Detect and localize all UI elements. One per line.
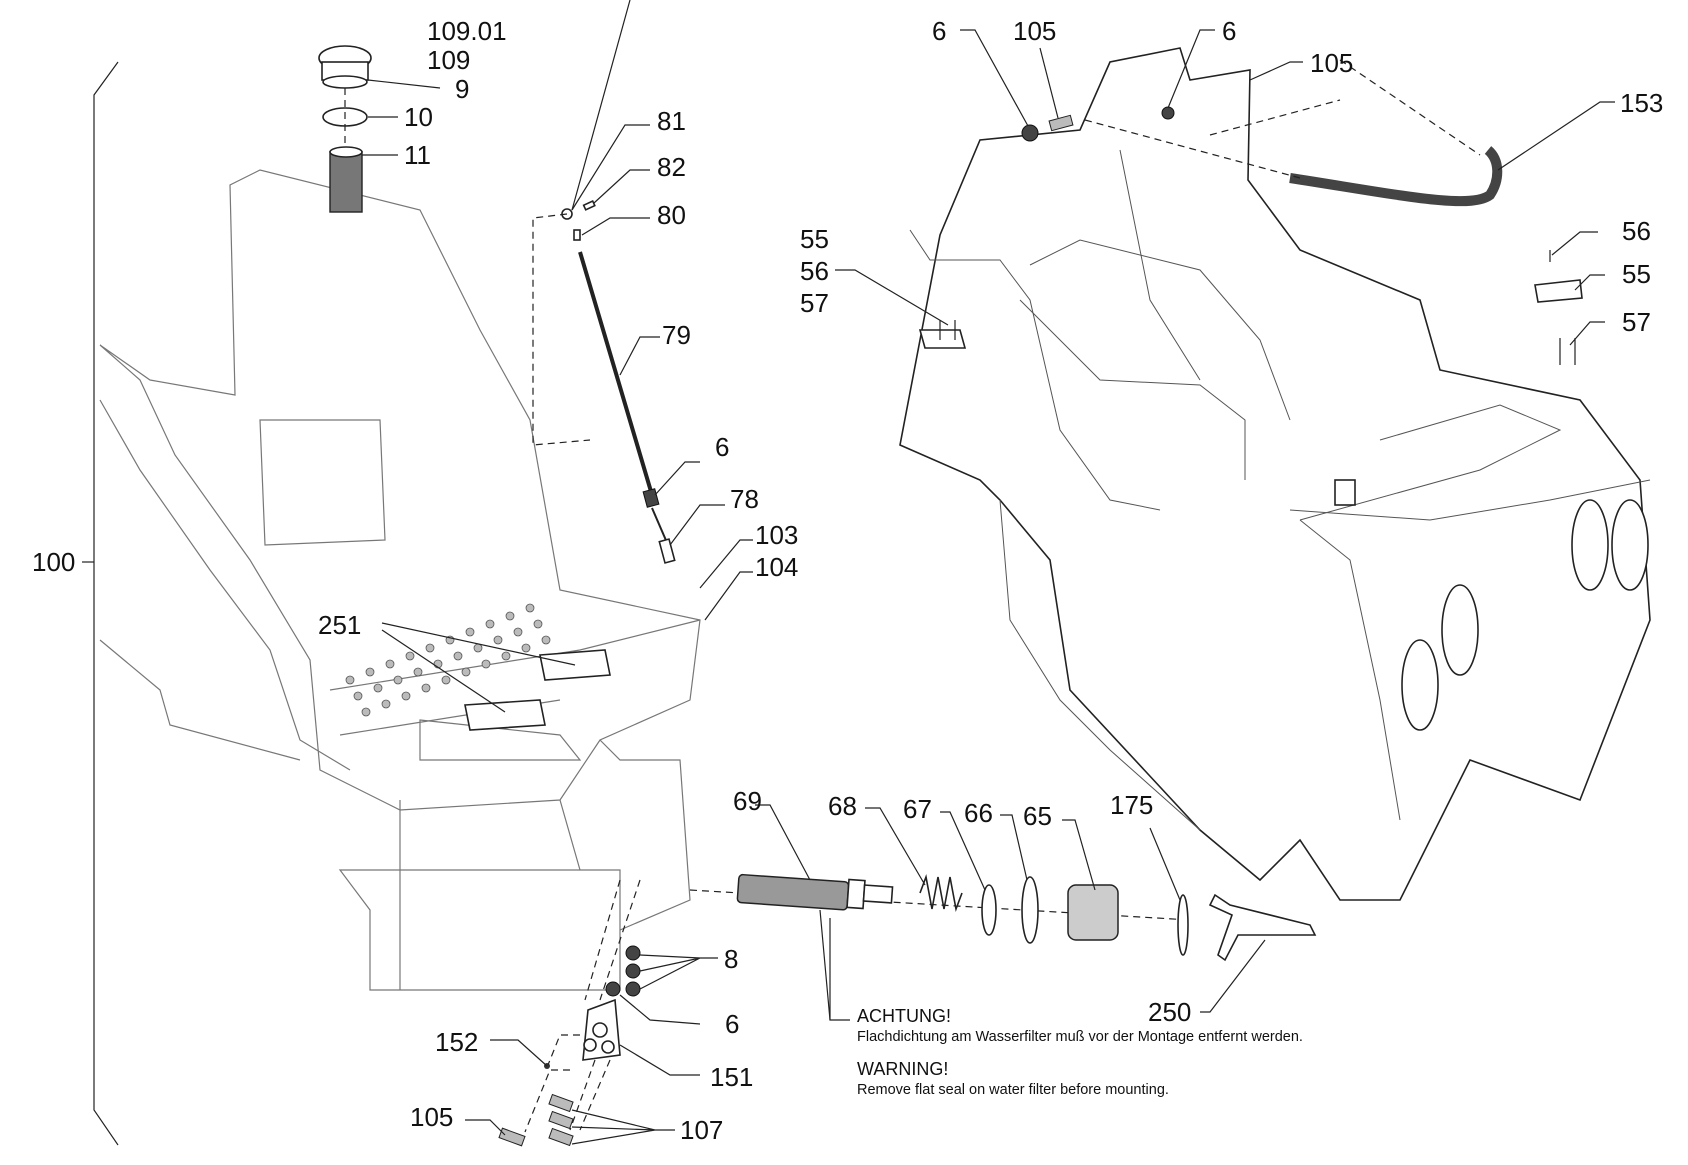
callout-6-valve: 6 (725, 1009, 739, 1039)
callout-151: 151 (710, 1062, 753, 1092)
callout-55-left: 55 (800, 224, 829, 254)
assembly-bracket (93, 61, 119, 1146)
callout-78: 78 (730, 484, 759, 514)
water-filter-assembly (689, 873, 1317, 1021)
leader-9 (367, 79, 441, 89)
callout-105-top-right: 105 (1310, 48, 1353, 78)
callout-8: 8 (724, 944, 738, 974)
leader-82 (593, 169, 650, 204)
callout-175: 175 (1110, 790, 1153, 820)
callout-81: 81 (657, 106, 686, 136)
callout-105-top: 105 (1013, 16, 1056, 46)
leader-66 (1000, 814, 1028, 881)
leader-105-top-right (1249, 61, 1303, 81)
perforated-floor (345, 603, 551, 717)
callout-153: 153 (1620, 88, 1663, 118)
leader-107 (571, 1109, 675, 1145)
callout-57-left: 57 (800, 288, 829, 318)
filler-cap-assembly (318, 45, 372, 213)
leader-67 (940, 811, 986, 891)
callout-104: 104 (755, 552, 798, 582)
achtung-title: ACHTUNG! (857, 1006, 951, 1026)
leader-achtung (829, 918, 850, 1021)
leader-103 (699, 539, 753, 589)
leader-105-top (1039, 47, 1059, 119)
callout-107: 107 (680, 1115, 723, 1145)
callout-251: 251 (318, 610, 361, 640)
leader-6-rod (654, 461, 700, 496)
hose (1289, 146, 1503, 207)
callout-11: 11 (404, 140, 431, 170)
callout-109-01: 109.01 (427, 16, 507, 46)
leader-153 (1497, 101, 1615, 171)
leader-8 (639, 954, 718, 990)
valve-block-assembly (498, 879, 641, 1147)
left-tank (99, 169, 701, 991)
level-rod-assembly (532, 200, 676, 564)
callout-79: 79 (662, 320, 691, 350)
leader-57-right (1569, 321, 1605, 346)
leader-6-top-right (1167, 29, 1215, 109)
callout-6-top-left: 6 (932, 16, 946, 46)
right-tank (899, 47, 1651, 901)
leader-68 (865, 807, 926, 886)
callout-6-top-right: 6 (1222, 16, 1236, 46)
leader-6-top-left (960, 29, 1029, 127)
leader-69 (755, 804, 811, 881)
leader-56-right (1551, 231, 1598, 256)
callout-152: 152 (435, 1027, 478, 1057)
warning-title: WARNING! (857, 1059, 949, 1079)
leader-79 (619, 336, 660, 376)
leader-251 (381, 622, 576, 713)
leader-6-valve (619, 994, 701, 1025)
leader-152 (490, 1039, 548, 1067)
leader-105-bottom (465, 1119, 506, 1136)
leader-81 (571, 0, 631, 211)
callout-69: 69 (733, 786, 762, 816)
leader-175 (1149, 827, 1181, 901)
callout-10: 10 (404, 102, 433, 132)
callout-100: 100 (32, 547, 75, 577)
callout-105-bottom: 105 (410, 1102, 453, 1132)
callout-55-right: 55 (1622, 259, 1651, 289)
callout-56-right: 56 (1622, 216, 1651, 246)
callout-65: 65 (1023, 801, 1052, 831)
leader-78 (669, 504, 725, 546)
leader-250 (1200, 939, 1266, 1013)
warning-notes: ACHTUNG! Flachdichtung am Wasserfilter m… (857, 1006, 1303, 1098)
leader-55-56-57-left (835, 269, 949, 326)
warning-text: Remove flat seal on water filter before … (857, 1082, 1169, 1098)
callout-56-left: 56 (800, 256, 829, 286)
leader-104 (704, 571, 753, 621)
callout-68: 68 (828, 791, 857, 821)
callout-57-right: 57 (1622, 307, 1651, 337)
callout-67: 67 (903, 794, 932, 824)
callout-82: 82 (657, 152, 686, 182)
callout-109: 109 (427, 45, 470, 75)
achtung-text: Flachdichtung am Wasserfilter muß vor de… (857, 1029, 1303, 1045)
cover-plate (464, 699, 546, 731)
callout-103: 103 (755, 520, 798, 550)
leader-55-right (1574, 274, 1605, 291)
callout-250: 250 (1148, 997, 1191, 1027)
leader-151 (619, 1044, 700, 1076)
leader-65 (1062, 819, 1096, 891)
callout-66: 66 (964, 798, 993, 828)
callout-9: 9 (455, 74, 469, 104)
leader-80 (581, 217, 650, 236)
leader-81 (571, 124, 650, 211)
callout-80: 80 (657, 200, 686, 230)
callout-6-rod: 6 (715, 432, 729, 462)
